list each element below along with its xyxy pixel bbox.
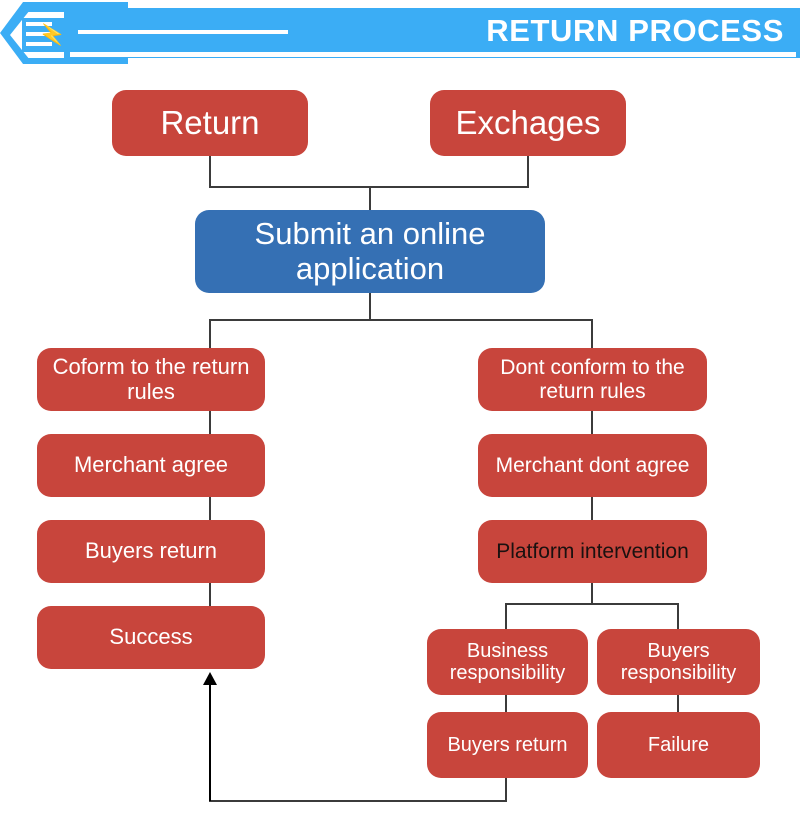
connector-platform-split-right-down xyxy=(677,603,679,629)
banner-accent-line-top xyxy=(78,30,288,34)
connector-submit-down xyxy=(369,293,371,321)
hex-rule-top xyxy=(26,22,52,26)
connector-split-horizontal xyxy=(209,319,593,321)
connector-split-left-down xyxy=(209,319,211,348)
node-platform-intervention[interactable]: Platform intervention xyxy=(478,520,707,583)
connector-platform-down xyxy=(591,583,593,605)
connector-platform-split-horizontal xyxy=(505,603,679,605)
node-dont-conform-to-return-rules-label: Dont conform to the return rules xyxy=(500,355,685,403)
node-dont-conform-to-return-rules[interactable]: Dont conform to the return rules xyxy=(478,348,707,411)
connector-feedback-up xyxy=(209,685,211,801)
connector-platform-split-left-down xyxy=(505,603,507,629)
connector-return-down xyxy=(209,156,211,188)
connector-outcome-left xyxy=(505,695,507,712)
node-buyers-return-left[interactable]: Buyers return xyxy=(37,520,265,583)
connector-merge-to-submit xyxy=(369,186,371,210)
node-success-label: Success xyxy=(109,624,193,650)
node-failure-label: Failure xyxy=(647,733,710,756)
page-title: RETURN PROCESS xyxy=(486,13,784,48)
node-conform-to-return-rules-label: Coform to the return rules xyxy=(52,353,250,404)
node-submit-application-label: Submit an online application xyxy=(254,215,486,286)
node-merchant-agree[interactable]: Merchant agree xyxy=(37,434,265,497)
hex-rule-mid xyxy=(26,32,52,36)
lightning-bolt-icon: ⚡ xyxy=(36,20,68,50)
node-submit-application[interactable]: Submit an online application xyxy=(195,210,545,293)
node-exchanges[interactable]: Exchages xyxy=(430,90,626,156)
connector-feedback-down xyxy=(505,778,507,802)
node-merchant-dont-agree-label: Merchant dont agree xyxy=(495,453,690,477)
connector-left-3 xyxy=(209,583,211,606)
node-business-responsibility-label: Business responsibility xyxy=(449,639,566,684)
node-platform-intervention-label: Platform intervention xyxy=(496,539,689,563)
node-success[interactable]: Success xyxy=(37,606,265,669)
node-return-label: Return xyxy=(160,103,260,141)
banner-accent-line-bottom xyxy=(70,52,796,57)
node-return[interactable]: Return xyxy=(112,90,308,156)
connector-left-2 xyxy=(209,497,211,520)
feedback-arrowhead-icon xyxy=(203,672,217,685)
node-buyers-return-left-label: Buyers return xyxy=(84,538,218,564)
node-merchant-agree-label: Merchant agree xyxy=(73,452,229,478)
header-banner: ⚡ RETURN PROCESS xyxy=(0,0,800,66)
node-merchant-dont-agree[interactable]: Merchant dont agree xyxy=(478,434,707,497)
connector-exchanges-down xyxy=(527,156,529,188)
node-buyers-responsibility[interactable]: Buyers responsibility xyxy=(597,629,760,695)
node-buyers-return-bottom[interactable]: Buyers return xyxy=(427,712,588,778)
node-exchanges-label: Exchages xyxy=(455,103,601,141)
hex-rule-bottom xyxy=(26,42,52,46)
connector-left-1 xyxy=(209,411,211,434)
node-conform-to-return-rules[interactable]: Coform to the return rules xyxy=(37,348,265,411)
connector-right-1 xyxy=(591,411,593,434)
node-business-responsibility[interactable]: Business responsibility xyxy=(427,629,588,695)
connector-feedback-horizontal xyxy=(209,800,507,802)
connector-outcome-right xyxy=(677,695,679,712)
node-failure[interactable]: Failure xyxy=(597,712,760,778)
connector-right-2 xyxy=(591,497,593,520)
connector-split-right-down xyxy=(591,319,593,348)
node-buyers-return-bottom-label: Buyers return xyxy=(447,733,568,756)
node-buyers-responsibility-label: Buyers responsibility xyxy=(620,639,737,684)
